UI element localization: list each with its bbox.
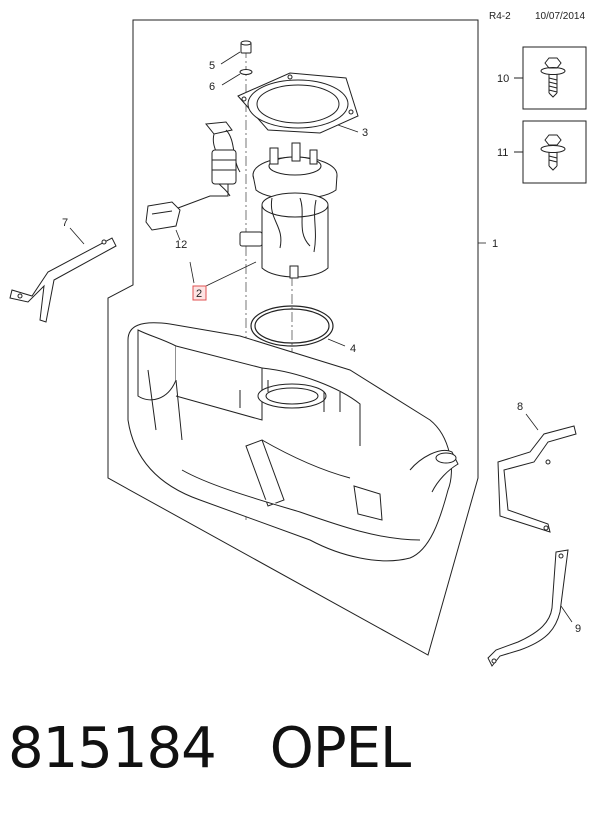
callout-6: 6 xyxy=(209,81,215,93)
callout-3: 3 xyxy=(362,127,368,139)
fuel-tank xyxy=(127,322,459,562)
part-4-seal-ring xyxy=(250,305,334,347)
callout-7: 7 xyxy=(62,217,68,229)
part-11-box xyxy=(514,120,587,184)
part-6-washer xyxy=(239,69,253,75)
header-ref: R4-2 xyxy=(489,11,511,22)
part-number: 815184 xyxy=(8,716,217,781)
callout-8: 8 xyxy=(517,401,523,413)
part-5-nut xyxy=(240,40,252,54)
flange-bolt-icon xyxy=(540,57,566,98)
part-10-box xyxy=(514,46,587,110)
callout-5: 5 xyxy=(209,60,215,72)
callout-2: 2 xyxy=(196,288,202,300)
header-date: 10/07/2014 xyxy=(535,11,585,22)
callout-10: 10 xyxy=(497,73,509,85)
callout-12: 12 xyxy=(175,239,187,251)
callout-2-box xyxy=(192,285,207,301)
part-9-strap xyxy=(487,549,569,667)
part-7-bracket xyxy=(9,237,117,323)
flange-bolt-short-icon xyxy=(540,134,566,171)
part-8-bracket xyxy=(497,425,577,533)
brand-name: OPEL xyxy=(269,716,411,781)
assembly-boundary xyxy=(107,19,479,656)
footer-caption: 815184 OPEL xyxy=(8,716,411,781)
part-3-locking-ring xyxy=(237,72,359,134)
callout-1: 1 xyxy=(492,238,498,250)
callout-11: 11 xyxy=(497,147,508,159)
exploded-parts-diagram: R4-2 10/07/2014 10 11 5 6 xyxy=(9,11,587,667)
callout-9: 9 xyxy=(575,623,581,635)
part-12-level-sender xyxy=(145,121,241,231)
callout-4: 4 xyxy=(350,343,356,355)
part-2-pump-module xyxy=(239,142,338,279)
